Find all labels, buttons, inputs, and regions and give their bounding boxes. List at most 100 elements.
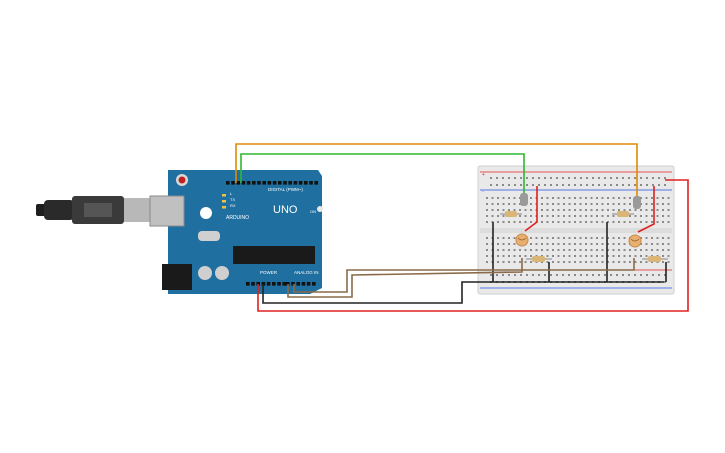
rail-hole[interactable] bbox=[634, 274, 636, 276]
terminal-hole[interactable] bbox=[563, 237, 565, 239]
terminal-hole[interactable] bbox=[552, 261, 554, 263]
terminal-hole[interactable] bbox=[656, 209, 659, 211]
rail-hole[interactable] bbox=[658, 184, 660, 186]
rail-hole[interactable] bbox=[490, 177, 492, 179]
terminal-hole[interactable] bbox=[612, 255, 615, 257]
terminal-hole[interactable] bbox=[530, 261, 532, 263]
rail-hole[interactable] bbox=[664, 274, 666, 276]
terminal-hole[interactable] bbox=[585, 209, 587, 211]
rail-hole[interactable] bbox=[604, 274, 606, 276]
terminal-hole[interactable] bbox=[579, 215, 582, 217]
terminal-hole[interactable] bbox=[662, 249, 664, 251]
terminal-hole[interactable] bbox=[568, 197, 571, 199]
terminal-hole[interactable] bbox=[502, 209, 505, 211]
terminal-hole[interactable] bbox=[585, 203, 587, 205]
terminal-hole[interactable] bbox=[640, 249, 642, 251]
terminal-hole[interactable] bbox=[590, 237, 593, 239]
rail-hole[interactable] bbox=[496, 184, 498, 186]
terminal-hole[interactable] bbox=[618, 261, 620, 263]
rail-hole[interactable] bbox=[646, 274, 648, 276]
terminal-hole[interactable] bbox=[486, 203, 488, 205]
terminal-hole[interactable] bbox=[541, 209, 543, 211]
terminal-hole[interactable] bbox=[656, 203, 659, 205]
terminal-hole[interactable] bbox=[618, 249, 620, 251]
digital-pin[interactable] bbox=[272, 181, 277, 185]
terminal-hole[interactable] bbox=[541, 237, 543, 239]
digital-pin[interactable] bbox=[298, 181, 303, 185]
terminal-hole[interactable] bbox=[645, 209, 648, 211]
rail-hole[interactable] bbox=[622, 177, 624, 179]
terminal-hole[interactable] bbox=[552, 209, 554, 211]
terminal-hole[interactable] bbox=[601, 249, 604, 251]
rail-hole[interactable] bbox=[592, 177, 594, 179]
terminal-hole[interactable] bbox=[601, 261, 604, 263]
terminal-hole[interactable] bbox=[563, 209, 565, 211]
terminal-hole[interactable] bbox=[645, 221, 648, 223]
terminal-hole[interactable] bbox=[541, 243, 543, 245]
terminal-hole[interactable] bbox=[546, 197, 549, 199]
terminal-hole[interactable] bbox=[524, 221, 527, 223]
terminal-hole[interactable] bbox=[612, 221, 615, 223]
digital-pin[interactable] bbox=[309, 181, 313, 185]
terminal-hole[interactable] bbox=[552, 221, 554, 223]
terminal-hole[interactable] bbox=[596, 237, 598, 239]
terminal-hole[interactable] bbox=[618, 209, 620, 211]
terminal-hole[interactable] bbox=[491, 197, 494, 199]
rail-hole[interactable] bbox=[646, 177, 648, 179]
terminal-hole[interactable] bbox=[667, 197, 670, 199]
terminal-hole[interactable] bbox=[585, 221, 587, 223]
terminal-hole[interactable] bbox=[557, 221, 560, 223]
terminal-hole[interactable] bbox=[590, 203, 593, 205]
terminal-hole[interactable] bbox=[618, 197, 620, 199]
terminal-hole[interactable] bbox=[524, 261, 527, 263]
terminal-hole[interactable] bbox=[640, 197, 642, 199]
terminal-hole[interactable] bbox=[563, 249, 565, 251]
digital-pin[interactable] bbox=[257, 181, 261, 185]
terminal-hole[interactable] bbox=[656, 237, 659, 239]
terminal-hole[interactable] bbox=[629, 215, 631, 217]
rail-hole[interactable] bbox=[550, 177, 552, 179]
rail-hole[interactable] bbox=[616, 177, 618, 179]
rail-hole[interactable] bbox=[640, 274, 642, 276]
terminal-hole[interactable] bbox=[601, 255, 604, 257]
rail-hole[interactable] bbox=[664, 184, 666, 186]
terminal-hole[interactable] bbox=[590, 261, 593, 263]
terminal-hole[interactable] bbox=[651, 249, 653, 251]
terminal-hole[interactable] bbox=[601, 237, 604, 239]
terminal-hole[interactable] bbox=[662, 255, 664, 257]
terminal-hole[interactable] bbox=[497, 249, 499, 251]
rail-hole[interactable] bbox=[544, 177, 546, 179]
digital-pin[interactable] bbox=[252, 181, 256, 185]
analog-pin[interactable] bbox=[296, 282, 300, 286]
rail-hole[interactable] bbox=[562, 177, 564, 179]
terminal-hole[interactable] bbox=[535, 237, 538, 239]
brown-wire-a1[interactable] bbox=[293, 258, 635, 293]
terminal-hole[interactable] bbox=[618, 221, 620, 223]
terminal-hole[interactable] bbox=[552, 237, 554, 239]
terminal-hole[interactable] bbox=[502, 197, 505, 199]
terminal-hole[interactable] bbox=[640, 255, 642, 257]
analog-pin[interactable] bbox=[291, 282, 295, 286]
terminal-hole[interactable] bbox=[662, 203, 664, 205]
resistor-2[interactable] bbox=[612, 211, 634, 217]
terminal-hole[interactable] bbox=[497, 255, 499, 257]
terminal-hole[interactable] bbox=[497, 237, 499, 239]
terminal-hole[interactable] bbox=[546, 215, 549, 217]
terminal-hole[interactable] bbox=[667, 261, 670, 263]
terminal-hole[interactable] bbox=[607, 215, 609, 217]
rail-hole[interactable] bbox=[550, 274, 552, 276]
rail-hole[interactable] bbox=[568, 274, 570, 276]
terminal-hole[interactable] bbox=[524, 255, 527, 257]
terminal-hole[interactable] bbox=[513, 203, 516, 205]
rail-hole[interactable] bbox=[502, 177, 504, 179]
rail-hole[interactable] bbox=[586, 184, 588, 186]
terminal-hole[interactable] bbox=[596, 203, 598, 205]
terminal-hole[interactable] bbox=[662, 215, 664, 217]
terminal-hole[interactable] bbox=[596, 243, 598, 245]
terminal-hole[interactable] bbox=[618, 203, 620, 205]
terminal-hole[interactable] bbox=[662, 209, 664, 211]
rail-hole[interactable] bbox=[514, 177, 516, 179]
terminal-hole[interactable] bbox=[574, 261, 576, 263]
terminal-hole[interactable] bbox=[530, 203, 532, 205]
digital-pin[interactable] bbox=[262, 181, 266, 185]
